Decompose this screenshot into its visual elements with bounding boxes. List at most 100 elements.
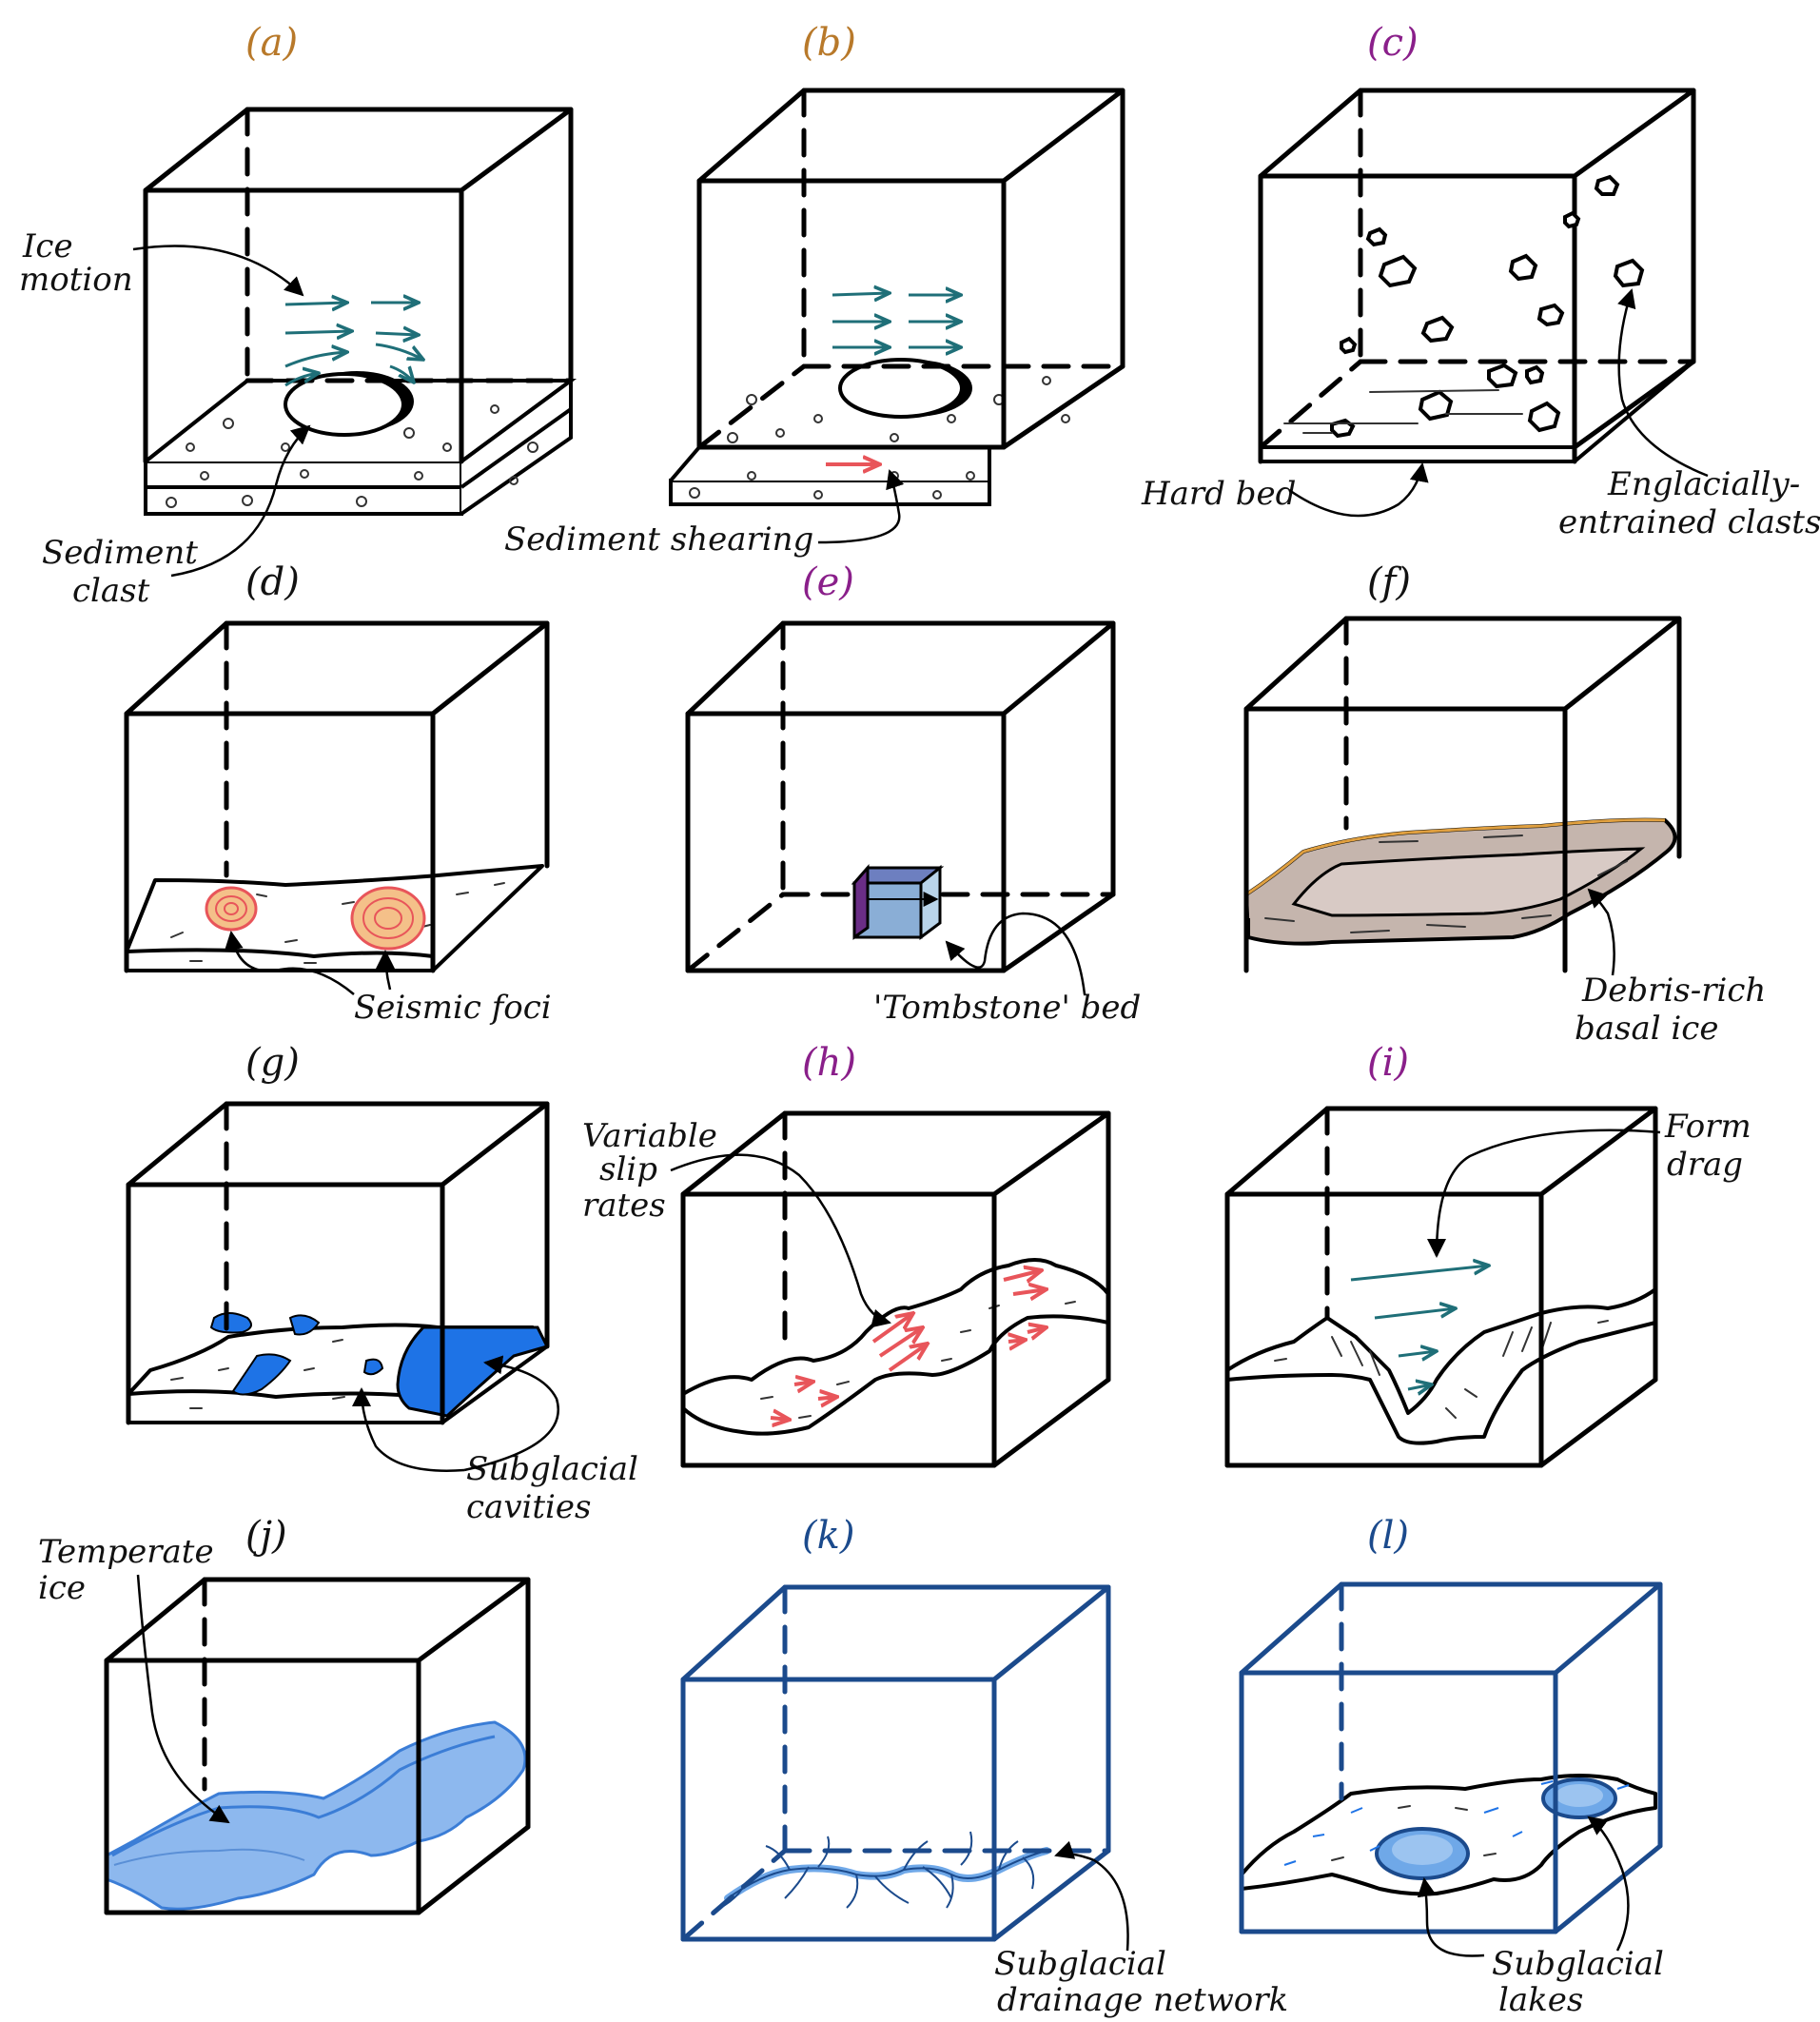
tombstone-block [851, 864, 945, 940]
label-variable-slip-1: Variable [582, 1117, 717, 1155]
label-sediment-clast-2: clast [72, 572, 150, 610]
leader-tombstone [945, 912, 1086, 995]
leader-lakes-1 [1417, 1877, 1485, 1957]
box-h-bottom-right [991, 1377, 1111, 1468]
subglacial-cavities [209, 1312, 550, 1418]
label-seismic-foci: Seismic foci [354, 989, 552, 1027]
englacial-streaks [1283, 389, 1523, 434]
sediment-slab-a [144, 377, 577, 516]
box-j-top [104, 1577, 531, 1663]
box-a-top [143, 107, 574, 193]
box-e-bottom-right [1001, 892, 1116, 973]
panel-h: Variable slip rates [582, 1110, 1111, 1468]
label-temperate-ice-2: ice [38, 1569, 86, 1607]
form-drag-arrows [1350, 1266, 1489, 1389]
label-lakes-1: Subglacial [1492, 1945, 1664, 1983]
leader-seismic-foci-2 [376, 950, 396, 991]
label-sediment-clast-1: Sediment [42, 534, 198, 572]
label-tombstone-bed: 'Tombstone' bed [873, 989, 1141, 1027]
sediment-slab-b [669, 445, 991, 506]
label-temperate-ice-1: Temperate [38, 1533, 214, 1571]
label-ice-motion-1: Ice [22, 227, 73, 265]
ice-motion-arrows-a [284, 303, 423, 387]
leader-englacial [1617, 288, 1709, 478]
label-cavities-1: Subglacial [466, 1450, 638, 1488]
panel-label-l: (l) [1367, 1514, 1409, 1558]
label-variable-slip-2: slip [599, 1150, 657, 1188]
panel-c: Hard bed Englacially- entrained clasts [1141, 88, 1820, 541]
box-e-bottom-left [685, 892, 786, 973]
label-hard-bed: Hard bed [1141, 475, 1296, 513]
sediment-clast-a [284, 372, 405, 437]
seismic-focus-1 [205, 886, 258, 932]
panel-d: Seismic foci [124, 620, 552, 1027]
leader-sediment-clast [170, 424, 311, 578]
leader-cavities-1 [352, 1387, 465, 1472]
label-debris-rich-1: Debris-rich [1581, 972, 1766, 1010]
water-streaks [1283, 1780, 1630, 1866]
panel-label-k: (k) [802, 1514, 854, 1558]
leader-drainage [1054, 1840, 1129, 1952]
panel-j: Temperate ice [38, 1533, 531, 1915]
panel-label-g: (g) [245, 1041, 300, 1085]
label-ice-motion-2: motion [19, 261, 133, 299]
label-englacial-1: Englacially- [1607, 465, 1800, 503]
bed-specks-h [760, 1301, 1076, 1419]
box-l-top [1239, 1581, 1663, 1676]
panel-label-f: (f) [1367, 560, 1411, 604]
label-englacial-2: entrained clasts [1558, 503, 1820, 541]
box-c-top [1258, 88, 1696, 179]
debris-streaks [1264, 834, 1628, 933]
seismic-focus-2 [350, 886, 426, 951]
panel-label-c: (c) [1367, 21, 1419, 65]
leader-sediment-shearing [817, 469, 905, 544]
leader-cavities-2 [463, 1355, 559, 1472]
box-j-bottom-right [416, 1824, 531, 1915]
panel-label-i: (i) [1367, 1041, 1409, 1085]
box-l-bottom-right [1553, 1843, 1663, 1934]
panel-label-d: (d) [245, 560, 300, 604]
bed-specks-i [1274, 1320, 1609, 1419]
sediment-clast-b [838, 358, 964, 419]
leader-form-drag [1427, 1129, 1661, 1258]
hard-bed-slab [1259, 445, 1576, 463]
panel-i: Form drag [1224, 1106, 1752, 1468]
panel-f: Debris-rich basal ice [1243, 616, 1766, 1048]
panel-label-j: (j) [245, 1514, 287, 1558]
box-h-top [680, 1110, 1111, 1197]
label-variable-slip-3: rates [582, 1187, 666, 1225]
label-sediment-shearing: Sediment shearing [504, 520, 813, 559]
panel-label-e: (e) [802, 560, 854, 604]
panel-g: Subglacial cavities [126, 1101, 638, 1526]
leader-temperate-ice [136, 1574, 230, 1824]
panel-l: Subglacial lakes [1239, 1581, 1664, 2019]
bed-surface-i [1225, 1287, 1657, 1445]
box-e-top [685, 620, 1116, 717]
panel-label-a: (a) [245, 21, 298, 65]
leader-seismic-foci-1 [224, 931, 355, 995]
panel-a: Ice motion Sediment clast [19, 107, 577, 610]
box-b-bottom-left [696, 363, 807, 450]
box-b-bottom-right [1001, 363, 1125, 450]
box-d-top [124, 620, 550, 717]
panel-k: Subglacial drainage network [680, 1584, 1288, 2019]
box-g-top [126, 1101, 550, 1188]
label-debris-rich-2: basal ice [1575, 1010, 1718, 1048]
panel-label-b: (b) [802, 21, 856, 65]
ice-motion-arrows-b [832, 293, 961, 347]
box-c-bottom-right [1572, 359, 1696, 450]
bed-specks-g [170, 1339, 345, 1409]
label-drainage-2: drainage network [997, 1981, 1288, 2019]
box-k-bottom-right [991, 1848, 1111, 1942]
sediment-specks-b [727, 376, 1070, 443]
box-k-top [680, 1584, 1111, 1682]
panel-e: 'Tombstone' bed [685, 620, 1141, 1027]
label-form-drag-1: Form [1664, 1108, 1752, 1146]
panel-label-h: (h) [802, 1041, 856, 1085]
englacial-clasts [1330, 174, 1645, 439]
label-cavities-2: cavities [466, 1488, 592, 1526]
leader-lakes-2 [1587, 1816, 1630, 1952]
box-f-top [1243, 616, 1682, 712]
leader-variable-slip [670, 1153, 891, 1328]
